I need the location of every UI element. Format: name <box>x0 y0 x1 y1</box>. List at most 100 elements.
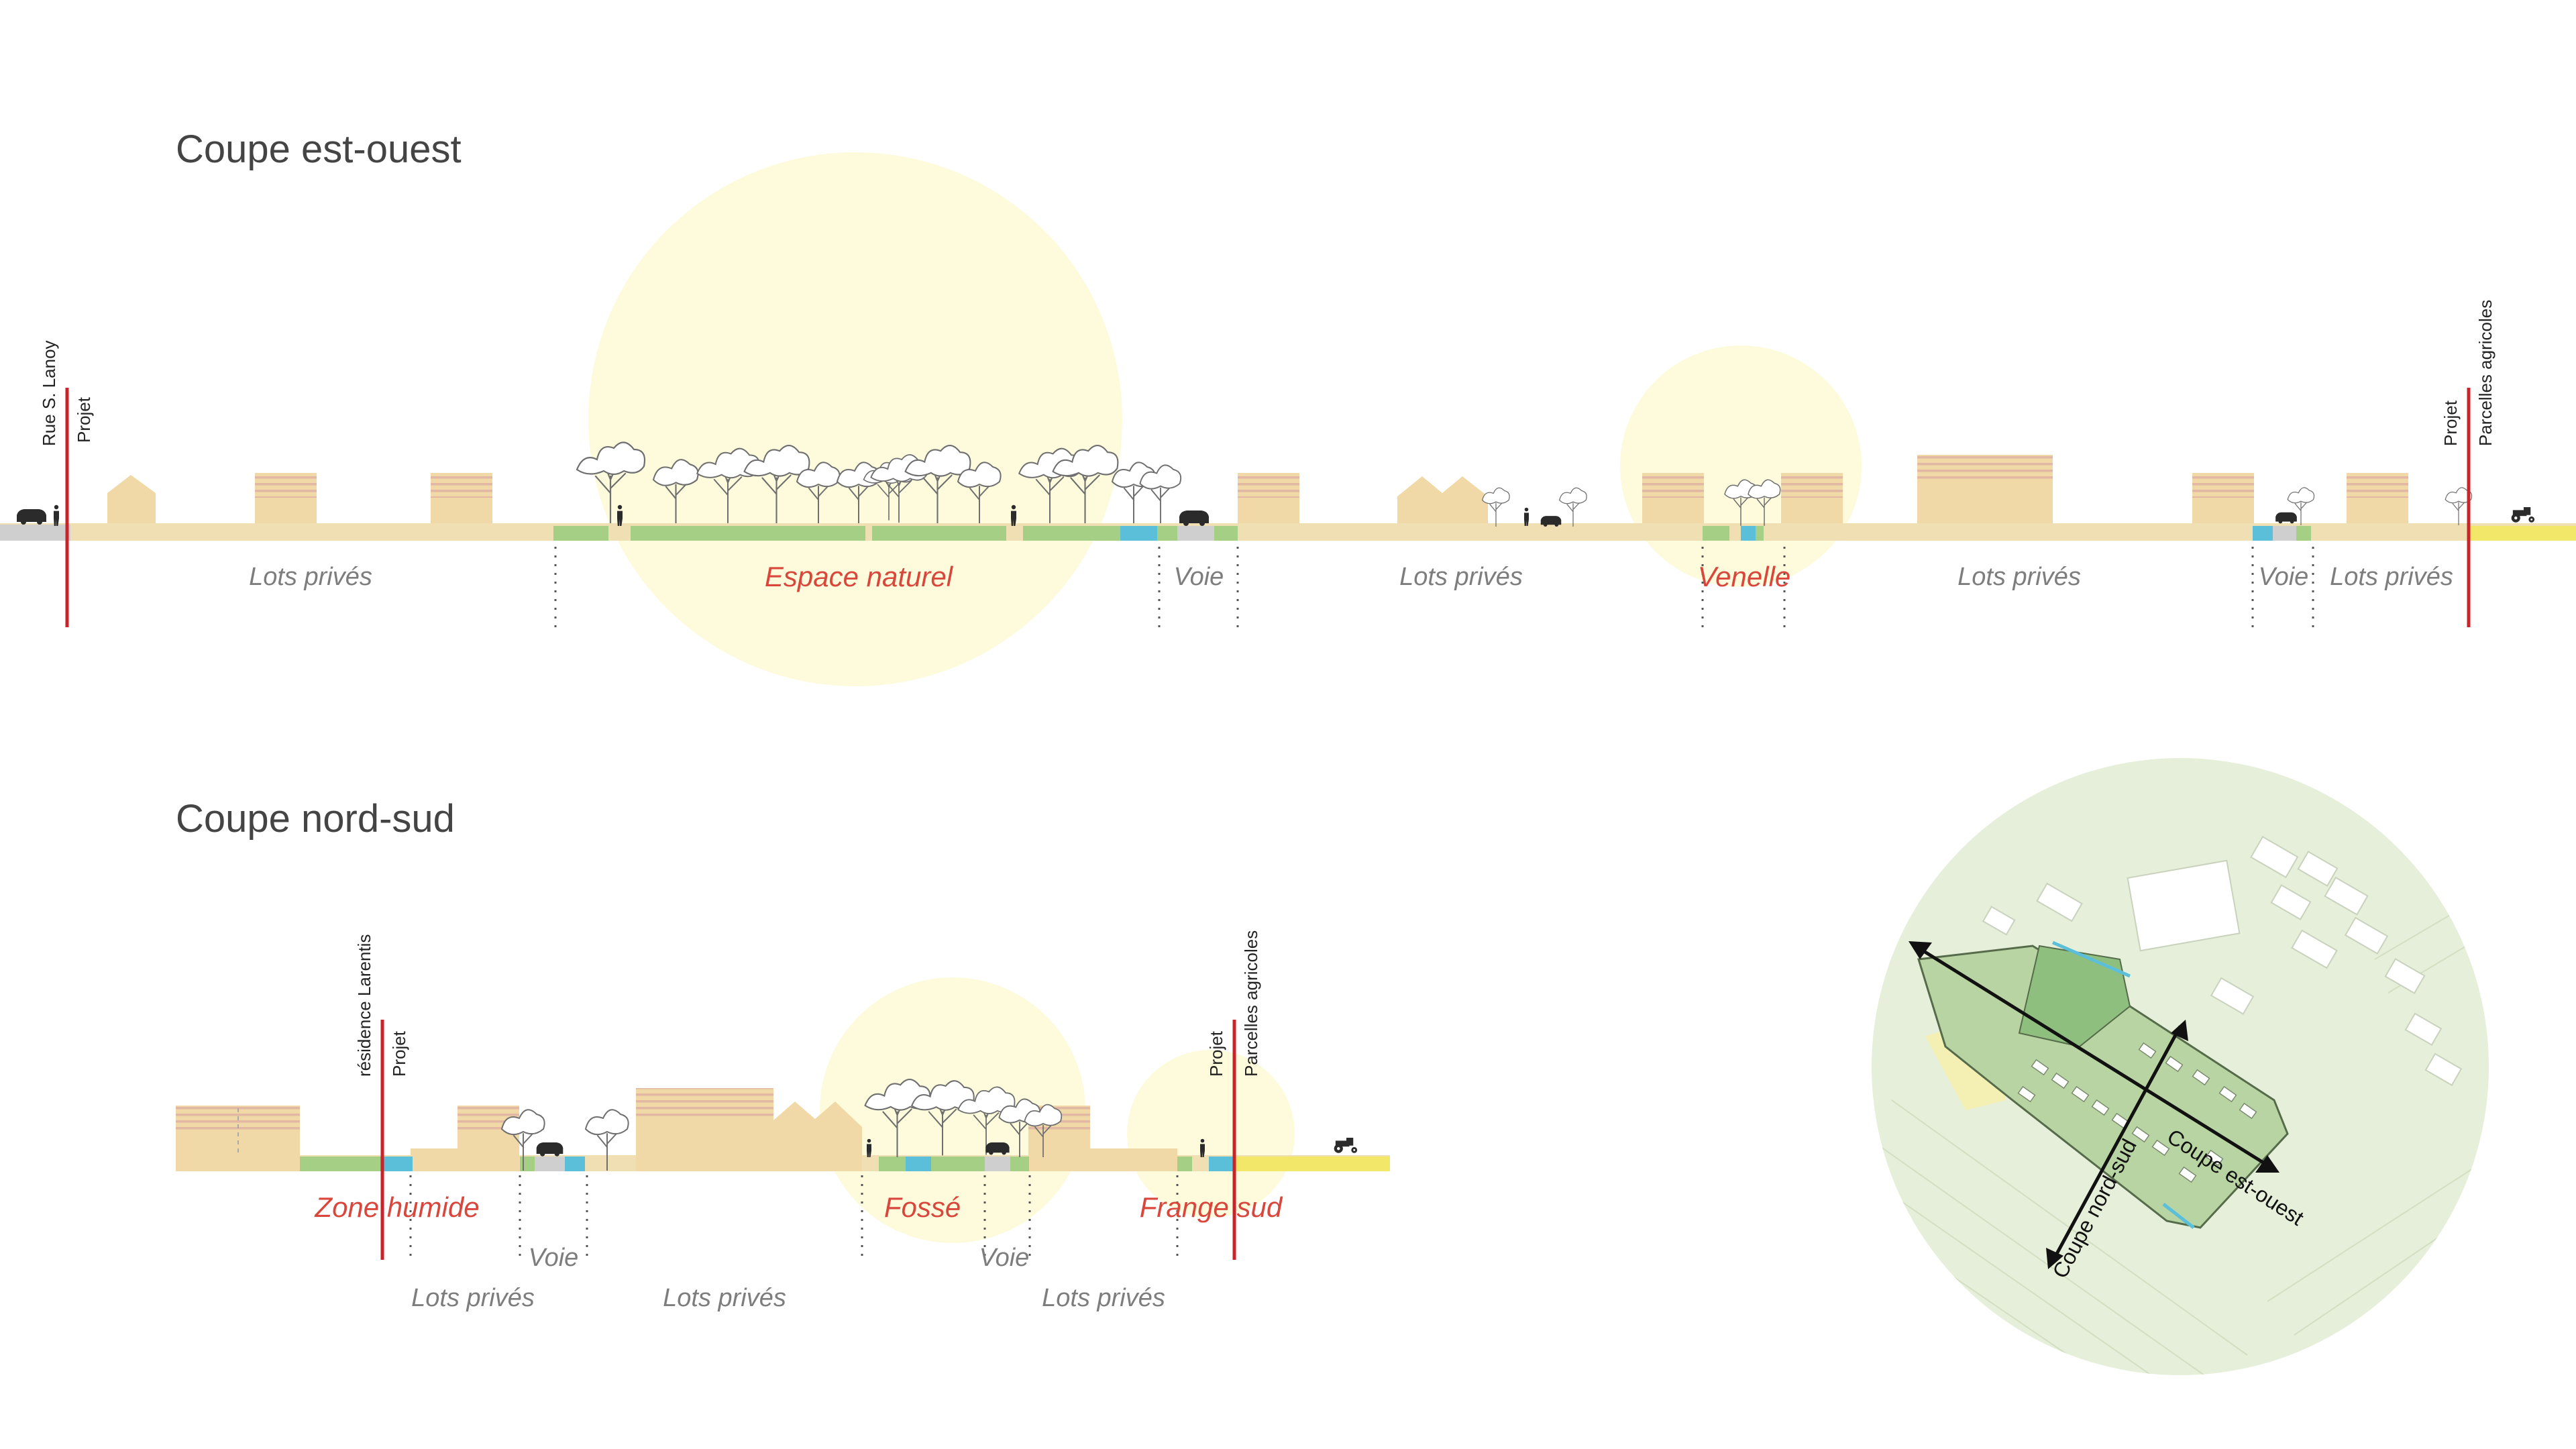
person-icon <box>1011 504 1016 526</box>
arrow-icon <box>2255 1155 2279 1173</box>
key-map-section-lines <box>1914 944 2272 1263</box>
ns-building-2-body <box>458 1134 519 1171</box>
ns-water-1 <box>380 1157 413 1171</box>
ew-agri <box>2469 526 2576 541</box>
key-map: Coupe nord-sud Coupe est-ouest <box>1872 758 2489 1375</box>
ew-grass-7 <box>1703 526 1729 541</box>
car-icon <box>2275 512 2297 524</box>
ew-zone-voie-1: Voie <box>1174 563 1224 591</box>
ew-water-1 <box>1120 526 1157 541</box>
ew-grass-1 <box>553 526 608 541</box>
ew-grass-3 <box>872 526 1006 541</box>
ew-building-4-body <box>1642 498 1704 523</box>
ns-grass-2 <box>520 1157 535 1171</box>
key-map-buildings <box>1982 836 2463 1086</box>
arrow-icon <box>2046 1248 2063 1269</box>
tractor-icon <box>2511 507 2535 523</box>
person-icon <box>1524 507 1529 526</box>
tractor-icon <box>1334 1138 1358 1153</box>
key-map-water-channel <box>2052 941 2195 1229</box>
ew-water-3 <box>2253 526 2273 541</box>
ns-circle-fosse <box>820 977 1085 1243</box>
arrow-icon <box>2171 1020 2188 1041</box>
ns-grass-1 <box>300 1157 380 1171</box>
key-map-lots <box>2017 1042 2257 1183</box>
ew-water-2 <box>1741 526 1756 541</box>
ns-water-2 <box>565 1157 585 1171</box>
ns-dividers <box>409 1175 1179 1261</box>
ew-zone-lots-3: Lots privés <box>1957 563 2081 591</box>
ns-zone-lots-1: Lots privés <box>411 1284 535 1312</box>
ew-houses-twin <box>1397 476 1488 523</box>
ew-zone-lots-4: Lots privés <box>2330 563 2453 591</box>
ew-building-3-body <box>1238 498 1299 523</box>
ew-label-projet-left: Projet <box>74 396 94 443</box>
ew-grass-5 <box>1157 526 1177 541</box>
tree-icon <box>1112 462 1156 523</box>
ns-annex-2 <box>1090 1148 1177 1171</box>
ew-house-1 <box>107 475 156 523</box>
ns-label-projet-right: Projet <box>1206 1030 1226 1077</box>
ew-circle-venelle <box>1620 345 1862 587</box>
ns-red-markers <box>380 1020 1236 1260</box>
ns-circle-frange <box>1127 1050 1295 1218</box>
ns-zone-lots-3: Lots privés <box>1042 1284 1165 1312</box>
ew-building-5-body <box>1781 498 1843 523</box>
ns-grass-4 <box>931 1157 985 1171</box>
ew-zone-lots-1: Lots privés <box>249 563 372 591</box>
tree-icon <box>1139 464 1182 523</box>
ns-zone-frange: Frange sud <box>1140 1191 1283 1223</box>
tree-icon <box>1558 487 1587 527</box>
ns-road-1 <box>535 1157 565 1171</box>
ew-grass-4 <box>1023 526 1120 541</box>
ns-water-3 <box>906 1157 931 1171</box>
ns-houses-twin <box>773 1102 862 1171</box>
ew-road-west <box>0 525 70 541</box>
ns-highlight-circles <box>820 977 1295 1243</box>
ew-building-6-body <box>1917 482 2053 523</box>
ns-annex <box>411 1148 458 1171</box>
ew-red-markers <box>65 388 2471 627</box>
ew-ground <box>0 523 2576 541</box>
person-icon <box>54 504 59 526</box>
ns-zone-fosse: Fossé <box>884 1191 961 1223</box>
ns-building-3-body <box>636 1117 773 1171</box>
ns-label-residence: résidence Larentis <box>354 934 374 1077</box>
ns-zone-voie-2: Voie <box>979 1244 1030 1272</box>
ew-building-1-body <box>255 498 317 523</box>
ew-zone-espace-naturel: Espace naturel <box>765 561 954 592</box>
ew-grass-2 <box>631 526 865 541</box>
ew-label-rue: Rue S. Lanoy <box>39 340 59 446</box>
ew-zone-voie-2: Voie <box>2259 563 2309 591</box>
arrow-icon <box>1909 941 1932 959</box>
ns-label-parcelles: Parcelles agricoles <box>1241 930 1261 1077</box>
ns-grass-6 <box>1177 1157 1192 1171</box>
ew-road-1 <box>1177 526 1214 541</box>
ns-building-4-body <box>1028 1134 1090 1171</box>
key-map-ns-line <box>2051 1025 2182 1263</box>
ew-building-7-body <box>2192 498 2254 523</box>
key-map-park <box>2018 945 2131 1048</box>
ns-section-profile <box>176 1088 1390 1171</box>
ew-label-projet-right: Projet <box>2440 400 2461 446</box>
ns-water-4 <box>1209 1157 1236 1171</box>
ew-building-2-body <box>431 498 492 523</box>
ns-grass-3 <box>879 1157 906 1171</box>
ew-label-parcelles: Parcelles agricoles <box>2475 300 2496 446</box>
ew-building-8-body <box>2347 498 2408 523</box>
car-icon <box>536 1142 564 1157</box>
ns-zone-voie-1: Voie <box>529 1244 579 1272</box>
ns-title: Coupe nord-sud <box>176 797 455 841</box>
ns-road-2 <box>985 1157 1010 1171</box>
ns-zone-lots-2: Lots privés <box>663 1284 786 1312</box>
ew-zone-lots-2: Lots privés <box>1399 563 1523 591</box>
ew-zone-venelle: Venelle <box>1698 561 1791 592</box>
person-icon <box>867 1138 871 1157</box>
ew-grass-6 <box>1214 526 1238 541</box>
ew-circle-espace <box>588 152 1122 686</box>
ew-grass-8 <box>1756 526 1764 541</box>
ns-agri <box>1236 1157 1390 1171</box>
ns-zone-humide: Zone humide <box>314 1191 479 1223</box>
